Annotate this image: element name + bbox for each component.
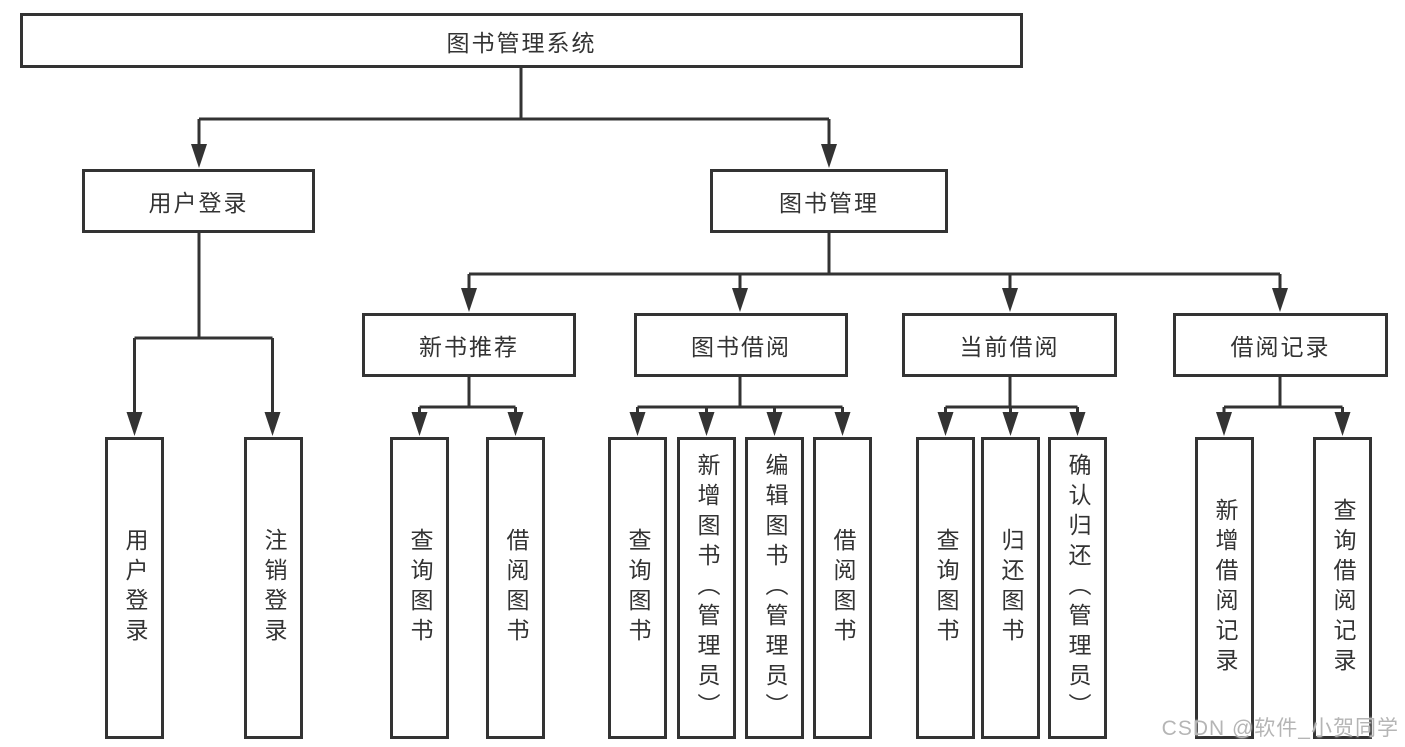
- leaf-logout: 注销登录: [244, 437, 303, 739]
- node-label: 新增图书（管理员）: [694, 453, 720, 723]
- node-label: 确认归还（管理员）: [1065, 453, 1091, 723]
- watermark: CSDN @软件_小贺同学: [1161, 717, 1399, 740]
- node-label: 查询借阅记录: [1330, 498, 1356, 678]
- leaf-edit-book-admin: 编辑图书（管理员）: [745, 437, 804, 739]
- node-label: 查询图书: [625, 528, 651, 648]
- node-borrow-records: 借阅记录: [1173, 313, 1388, 377]
- node-label: 图书借阅: [691, 334, 791, 360]
- leaf-borrow-books-1: 借阅图书: [486, 437, 545, 739]
- node-label: 借阅图书: [503, 528, 529, 648]
- node-label: 图书管理: [779, 190, 879, 216]
- node-label: 图书管理系统: [446, 29, 597, 56]
- node-label: 新书推荐: [419, 334, 519, 360]
- node-label: 用户登录: [122, 528, 148, 648]
- node-label: 归还图书: [998, 528, 1024, 648]
- node-label: 借阅记录: [1230, 334, 1331, 360]
- node-label: 编辑图书（管理员）: [762, 453, 788, 723]
- node-current-borrow: 当前借阅: [902, 313, 1117, 377]
- leaf-query-books-1: 查询图书: [390, 437, 449, 739]
- node-label: 当前借阅: [959, 334, 1060, 360]
- arrowhead-icon: [126, 144, 1351, 436]
- node-user-login: 用户登录: [82, 169, 315, 233]
- leaf-add-borrow-record: 新增借阅记录: [1195, 437, 1254, 739]
- leaf-add-book-admin: 新增图书（管理员）: [677, 437, 736, 739]
- node-label: 用户登录: [148, 190, 249, 216]
- node-book-management: 图书管理: [710, 169, 948, 233]
- node-label: 新增借阅记录: [1212, 498, 1238, 678]
- node-new-book-recommend: 新书推荐: [362, 313, 576, 377]
- leaf-query-books-2: 查询图书: [608, 437, 667, 739]
- leaf-query-borrow-record: 查询借阅记录: [1313, 437, 1372, 739]
- node-label: 查询图书: [407, 528, 433, 648]
- node-root-system: 图书管理系统: [20, 13, 1023, 68]
- leaf-confirm-return-admin: 确认归还（管理员）: [1048, 437, 1107, 739]
- leaf-return-books: 归还图书: [981, 437, 1040, 739]
- node-label: 借阅图书: [830, 528, 856, 648]
- node-label: 查询图书: [933, 528, 959, 648]
- node-book-borrow: 图书借阅: [634, 313, 848, 377]
- leaf-borrow-books-2: 借阅图书: [813, 437, 872, 739]
- leaf-query-books-3: 查询图书: [916, 437, 975, 739]
- leaf-user-login: 用户登录: [105, 437, 164, 739]
- node-label: 注销登录: [261, 528, 287, 648]
